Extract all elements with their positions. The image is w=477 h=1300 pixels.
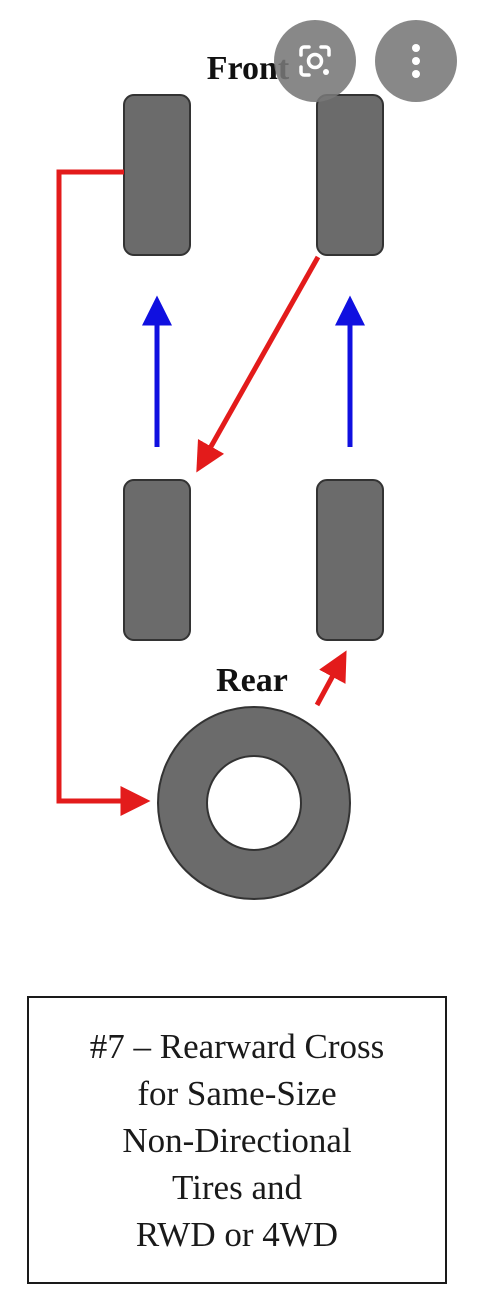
more-options-button[interactable] <box>375 20 457 102</box>
caption-line-3: Non-Directional <box>122 1120 352 1160</box>
caption-line-4: Tires and <box>172 1167 302 1207</box>
front-left-to-spare-arrow <box>56 169 151 816</box>
front-left-tire <box>123 94 191 256</box>
spare-tire <box>157 706 351 900</box>
google-lens-button[interactable] <box>274 20 356 102</box>
google-lens-icon <box>299 45 331 77</box>
caption-line-5: RWD or 4WD <box>135 1214 339 1254</box>
vertical-dots-icon <box>412 44 420 78</box>
front-right-to-rear-left-arrow <box>196 255 321 473</box>
rear-label: Rear <box>216 662 288 699</box>
caption-line-1: #7 – Rearward Cross <box>89 1026 385 1066</box>
caption-line-2: for Same-Size <box>137 1073 337 1113</box>
rear-right-tire <box>316 479 384 641</box>
caption-box: #7 – Rearward Cross for Same-Size Non-Di… <box>27 996 447 1284</box>
spare-to-rear-right-arrow <box>314 650 347 707</box>
front-right-tire <box>316 94 384 256</box>
rear-left-tire <box>123 479 191 641</box>
